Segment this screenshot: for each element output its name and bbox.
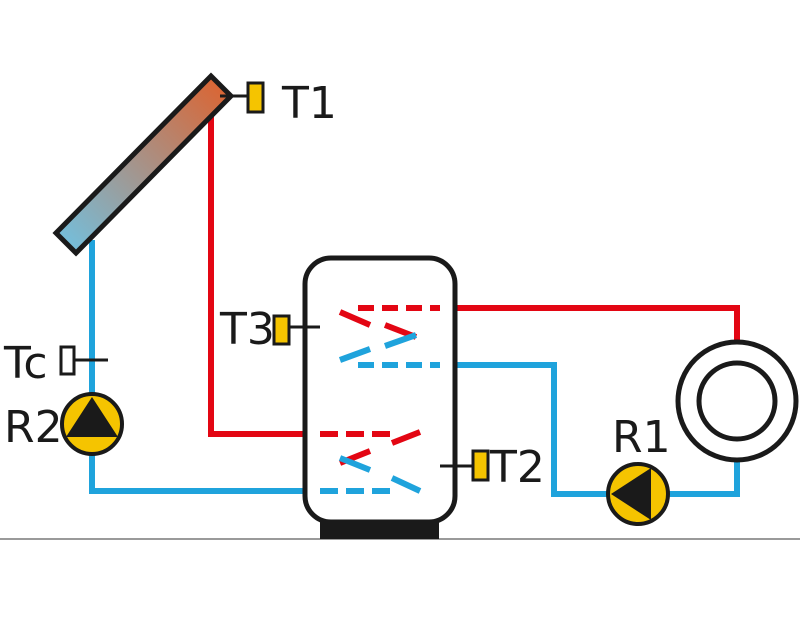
upper-heat-exchanger — [338, 305, 440, 368]
label-t1: T1 — [281, 78, 337, 129]
storage-tank-icon — [302, 255, 458, 539]
sensor-t2-icon — [440, 449, 490, 482]
lower-heat-exchanger — [320, 429, 422, 494]
collector-cold-line — [89, 240, 320, 494]
label-r1: R1 — [612, 412, 671, 463]
sensor-t3-icon — [272, 314, 320, 346]
sensor-tc-icon — [59, 345, 108, 376]
pump-r1-icon — [606, 462, 670, 526]
boiler-hot-line — [440, 305, 740, 340]
cold-pipes — [89, 240, 740, 497]
solar-collector-icon — [52, 72, 235, 257]
boiler-inner-ring — [696, 360, 778, 442]
collector-panel — [52, 72, 235, 257]
pump-r2-icon — [60, 392, 124, 456]
sensor-t1-icon — [220, 81, 265, 114]
label-r2: R2 — [4, 402, 63, 453]
label-t2: T2 — [489, 442, 545, 493]
boiler-icon — [675, 339, 799, 463]
boiler-cold-line — [440, 362, 740, 497]
tank-body — [302, 255, 458, 525]
label-t3: T3 — [219, 304, 275, 355]
label-tc: Tc — [3, 338, 48, 389]
hot-pipes — [208, 112, 740, 437]
collector-hot-line — [208, 112, 320, 437]
